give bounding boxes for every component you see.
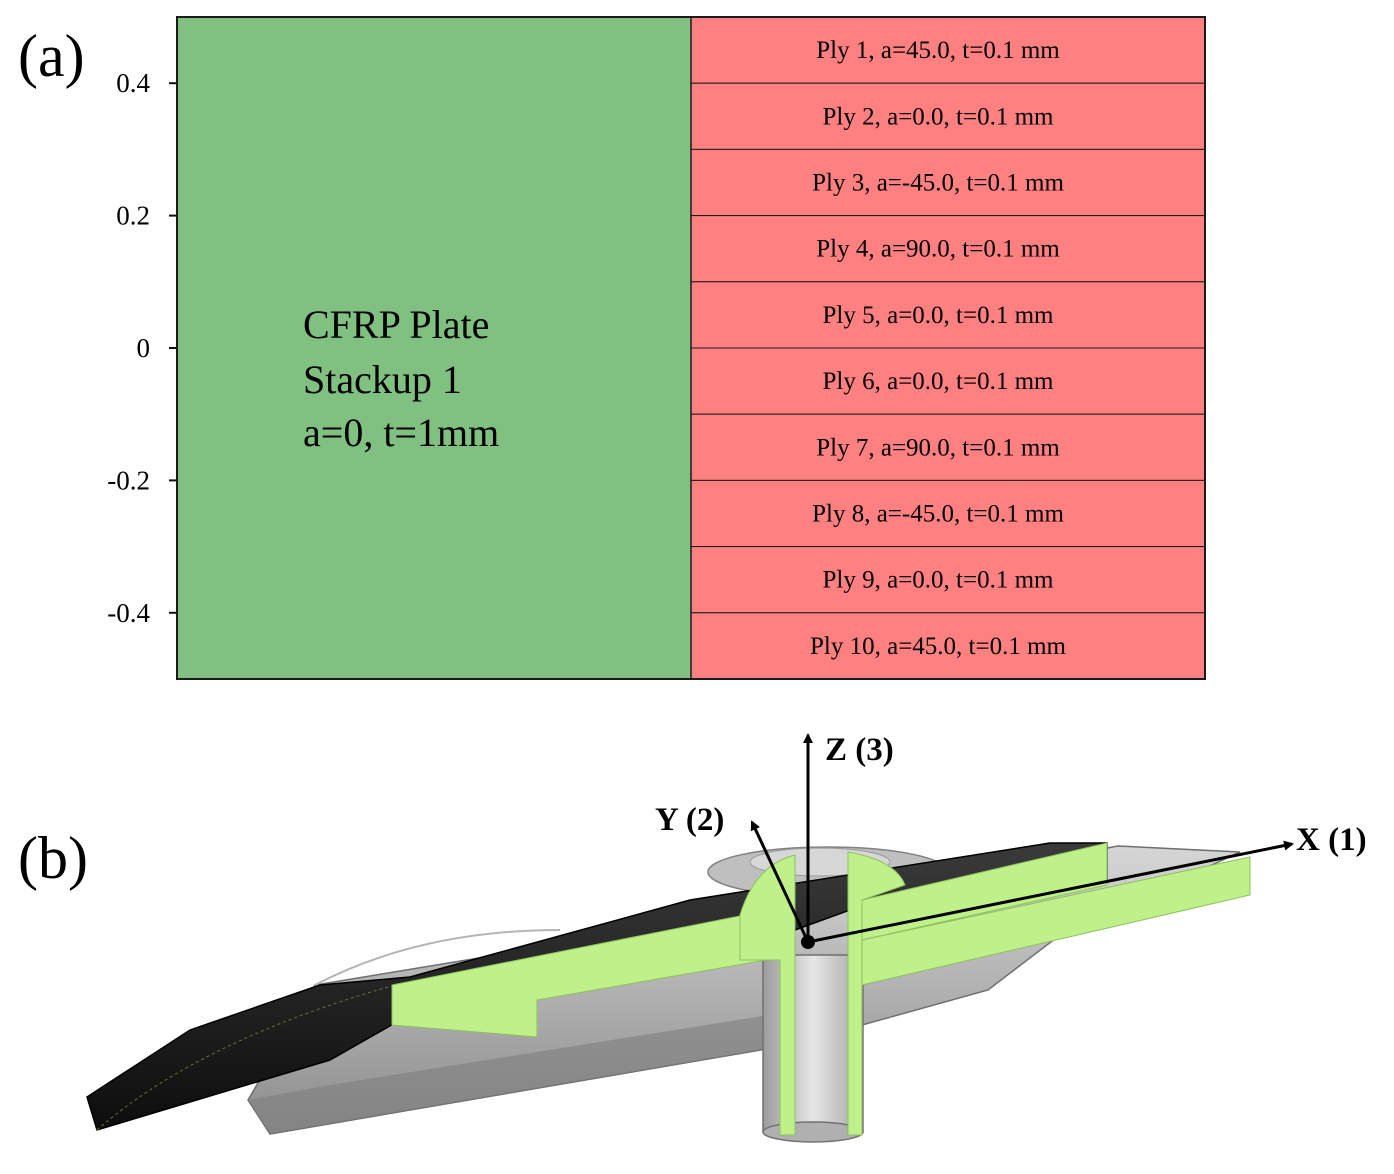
- z-axis-label: Z (3): [825, 732, 894, 768]
- coordinate-origin: [801, 935, 815, 949]
- ply-3-band: [690, 148, 1206, 217]
- y-tick-label-3: 0: [137, 333, 151, 363]
- grey-plate-edge-curve: [314, 929, 561, 986]
- dark-plate-ply-edge: [96, 984, 396, 1131]
- ply-10-label: Ply 10, a=45.0, t=0.1 mm: [810, 633, 1067, 660]
- plate-label-line-3: a=0, t=1mm: [303, 410, 499, 455]
- panel-a-label: (a): [18, 23, 85, 89]
- ply-4-band: [690, 215, 1206, 283]
- y-tick-label-2: 0.2: [116, 201, 150, 231]
- ply-6-band: [690, 347, 1206, 415]
- ply-3-label: Ply 3, a=-45.0, t=0.1 mm: [812, 170, 1064, 197]
- plate-label-line-1: CFRP Plate: [303, 302, 489, 347]
- cfrp-plate-region: [177, 17, 691, 679]
- ply-9-label: Ply 9, a=0.0, t=0.1 mm: [823, 567, 1055, 594]
- ply-8-label: Ply 8, a=-45.0, t=0.1 mm: [812, 501, 1064, 528]
- ply-5-label: Ply 5, a=0.0, t=0.1 mm: [823, 302, 1055, 329]
- ply-1-label: Ply 1, a=45.0, t=0.1 mm: [816, 37, 1060, 64]
- y-axis-ticks: 0.4 0.2 0 -0.2 -0.4: [107, 68, 177, 628]
- joint-model-render: Z (3) X (1) Y (2): [86, 732, 1367, 1143]
- y-tick-label-4: -0.2: [107, 465, 150, 495]
- ply-5-band: [690, 281, 1206, 349]
- grey-plate-side-face: [248, 1010, 800, 1134]
- x-axis-label: X (1): [1296, 822, 1367, 858]
- ply-1-band: [690, 16, 1206, 84]
- ply-6-label: Ply 6, a=0.0, t=0.1 mm: [823, 368, 1055, 395]
- plate-label-line-2: Stackup 1: [303, 357, 462, 402]
- section-cut-bolt-right: [847, 851, 906, 1136]
- ply-7-label: Ply 7, a=90.0, t=0.1 mm: [816, 434, 1060, 461]
- y-axis-arrow: [750, 820, 810, 943]
- ply-4-label: Ply 4, a=90.0, t=0.1 mm: [816, 236, 1060, 263]
- ply-stack: Ply 1, a=45.0, t=0.1 mm Ply 2, a=0.0, t=0…: [690, 16, 1206, 680]
- y-tick-label-1: 0.4: [116, 68, 150, 98]
- stackup-chart: Ply 1, a=45.0, t=0.1 mm Ply 2, a=0.0, t=0…: [107, 16, 1206, 680]
- y-tick-label-5: -0.4: [107, 598, 150, 628]
- section-cut-bolt-left: [739, 854, 796, 1136]
- ply-2-label: Ply 2, a=0.0, t=0.1 mm: [823, 103, 1055, 130]
- panel-b-label: (b): [18, 825, 88, 891]
- ply-2-band: [690, 82, 1206, 150]
- ply-10-band: [690, 612, 1206, 680]
- x-axis-arrow: [807, 840, 1294, 944]
- ply-8-band: [690, 479, 1206, 548]
- y-axis-label: Y (2): [655, 802, 724, 838]
